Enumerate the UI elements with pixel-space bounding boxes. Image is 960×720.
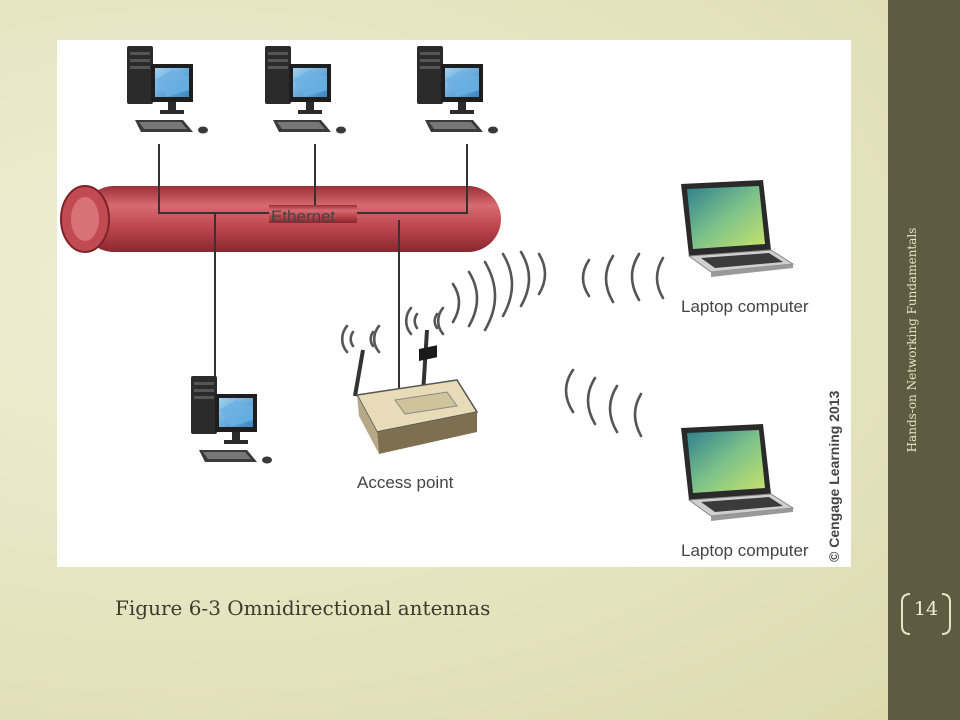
access-point-label: Access point [357, 473, 454, 492]
page-number-brackets [901, 593, 951, 635]
copyright-notice: © Cengage Learning 2013 [826, 390, 842, 562]
laptop-label-top: Laptop computer [681, 297, 809, 316]
footer-text: Hands-on Networking Fundamentals [905, 227, 919, 453]
laptop-icon [680, 179, 794, 278]
desktop-computer-icon [417, 46, 498, 134]
laptop-icon [680, 423, 794, 522]
laptop-label-bottom: Laptop computer [681, 541, 809, 560]
desktop-computer-icon [191, 376, 272, 464]
desktop-computer-icon [265, 46, 346, 134]
access-point-icon [353, 329, 479, 454]
ethernet-label: Ethernet [271, 207, 336, 226]
page-number: 14 [913, 598, 939, 620]
network-diagram: Ethernet Access point [60, 46, 842, 562]
wifi-wave-icon [451, 250, 665, 438]
wifi-wave-icon [340, 306, 445, 354]
desktop-computer-icon [127, 46, 208, 134]
figure-caption: Figure 6-3 Omnidirectional antennas [115, 596, 491, 620]
network-figure: Ethernet Access point [57, 40, 851, 567]
sidebar [888, 0, 960, 720]
